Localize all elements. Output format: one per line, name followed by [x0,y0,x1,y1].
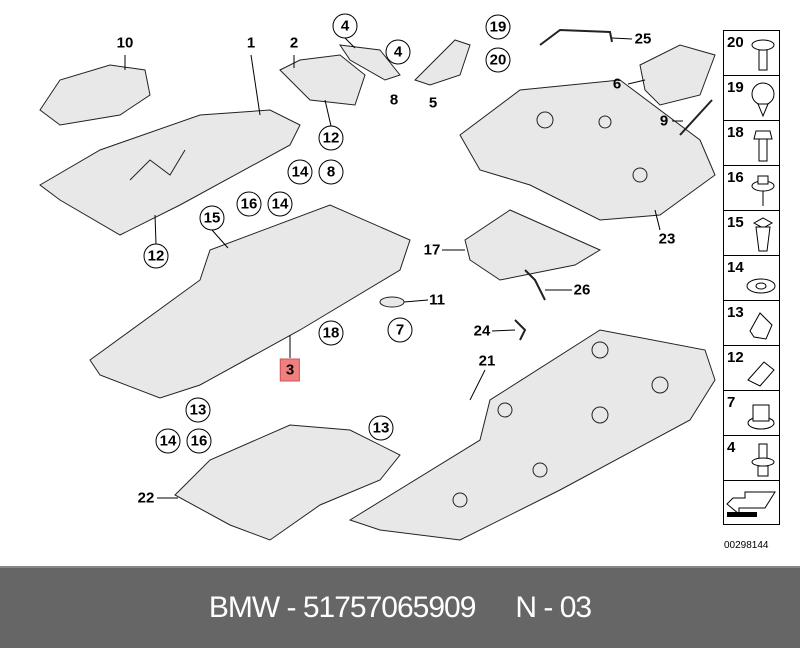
callout-24: 24 [473,322,491,340]
callout-8: 8 [389,91,399,109]
part-11-grommet [379,296,405,308]
callout-4: 4 [385,39,411,65]
legend-number: 7 [727,394,736,411]
callout-26: 26 [573,281,591,299]
expansion-rivet-icon [751,443,775,477]
speed-nut-icon [747,361,775,387]
callout-18: 18 [318,320,344,346]
legend-item-20: 20 [723,30,780,75]
legend-item-7: 7 [723,390,780,435]
callout-22: 22 [137,489,155,507]
part-2-bracket [279,54,366,106]
legend-item-18: 18 [723,120,780,165]
part-22-shield [174,424,401,541]
callout-14: 14 [267,191,293,217]
callout-14: 14 [287,159,313,185]
callout-1: 1 [246,34,256,52]
fastener-legend: 20 19 18 16 15 14 13 12 7 4 [723,30,780,525]
washer-screw-icon [751,175,775,206]
legend-number: 20 [727,34,744,51]
callout-21: 21 [478,352,496,370]
part-5-bracket [414,39,471,86]
callout-20: 20 [485,47,511,73]
screw-icon [751,39,775,71]
part-10-shield [39,64,151,126]
callout-17: 17 [423,241,441,259]
callout-13: 13 [185,397,211,423]
bolt-icon [753,130,773,162]
callout-3-highlighted: 3 [279,358,301,382]
legend-item-19: 19 [723,75,780,120]
legend-item-15: 15 [723,210,780,255]
legend-number: 13 [727,304,744,321]
diagram-code: 00298144 [724,540,769,551]
leader-lines [124,37,683,499]
part-26-bracket [524,269,546,301]
callout-9: 9 [659,112,669,130]
part-21-underbody-panel [348,329,716,541]
callout-5: 5 [428,94,438,112]
parts-diagram: 10 1 2 4 4 8 5 19 20 25 6 9 12 14 8 16 1… [39,13,716,541]
parts-drawing [39,28,716,541]
callout-16: 16 [186,428,212,454]
legend-item-14: 14 [723,255,780,300]
part-number: BMW - 51757065909 [208,591,477,624]
part-3-underbody-panel [89,204,411,399]
callout-8: 8 [318,159,344,185]
part-1-underbody-panel [39,109,301,236]
spring-clip-icon [749,312,773,340]
part-24-bracket [514,319,527,341]
legend-item-arrow [723,480,780,525]
callout-14: 14 [155,428,181,454]
legend-item-13: 13 [723,300,780,345]
clip-icon [751,82,775,118]
footer-bar: BMW - 51757065909 N - 03 [0,566,800,648]
callout-4: 4 [332,13,358,39]
legend-number: 12 [727,349,744,366]
part-23-rear-panel [459,79,716,221]
legend-number: 4 [727,439,736,456]
callout-15: 15 [199,205,225,231]
flange-nut-icon [747,404,775,430]
legend-item-4: 4 [723,435,780,480]
callout-2: 2 [289,34,299,52]
callout-23: 23 [658,230,676,248]
callout-13: 13 [368,415,394,441]
legend-number: 19 [727,79,744,96]
callout-10: 10 [116,34,134,52]
legend-number: 16 [727,169,744,186]
part-25-bracket [539,28,613,46]
legend-number: 18 [727,124,744,141]
callout-7: 7 [387,317,413,343]
callout-12: 12 [318,125,344,151]
part-9-strip [679,99,713,136]
callout-19: 19 [485,14,511,40]
washer-icon [746,278,776,294]
callout-16: 16 [236,191,262,217]
part-6-bracket [639,44,716,106]
legend-number: 15 [727,214,744,231]
page-code: N - 03 [515,591,592,624]
callout-12: 12 [143,243,169,269]
part-17-bracket [464,209,602,281]
callout-11: 11 [429,291,445,309]
direction-arrow-icon [726,491,776,517]
legend-item-12: 12 [723,345,780,390]
callout-6: 6 [612,75,622,93]
legend-number: 14 [727,259,744,276]
nut-clip-icon [752,217,774,252]
legend-item-16: 16 [723,165,780,210]
part-4-bracket [338,44,401,81]
callout-25: 25 [634,30,652,48]
